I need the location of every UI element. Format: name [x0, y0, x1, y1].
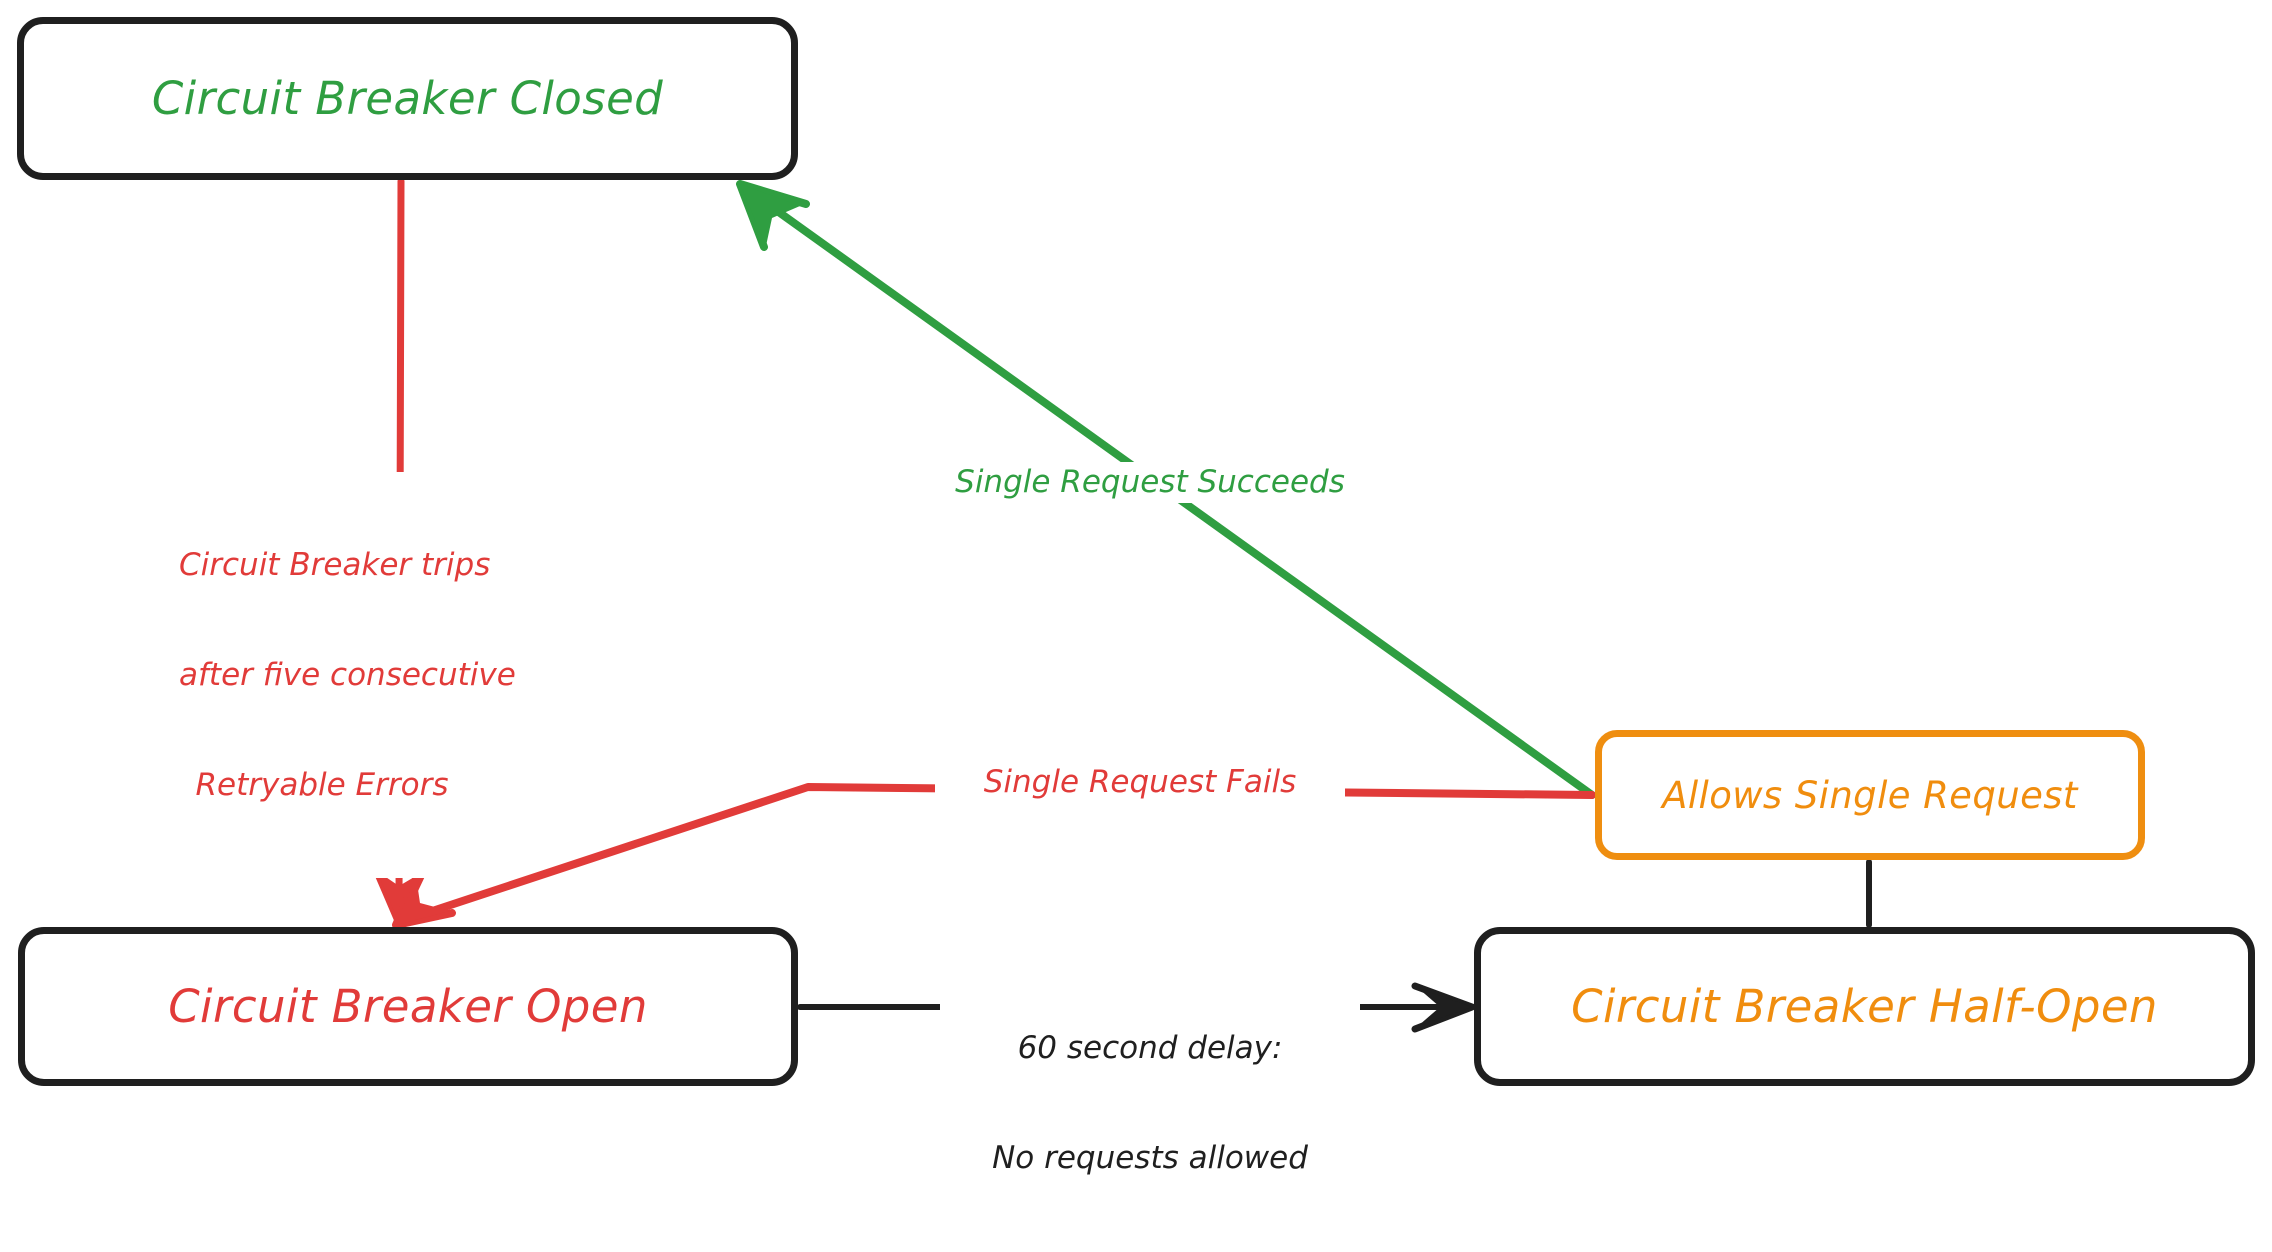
edge-label-trips-line2: after five consecutive — [179, 656, 516, 693]
node-label-allows-single-request: Allows Single Request — [1662, 773, 2078, 817]
edge-label-delay-line1: 60 second delay: — [1017, 1030, 1283, 1067]
edge-allows-to-open — [392, 783, 1596, 929]
edge-label-single-request-fails: Single Request Fails — [935, 762, 1345, 803]
edge-label-circuit-breaker-trips: Circuit Breaker trips after five consecu… — [172, 472, 516, 879]
edge-label-trips-line3: Retryable Errors — [195, 766, 449, 803]
edge-label-trips-line1: Circuit Breaker trips — [179, 547, 491, 584]
node-circuit-breaker-closed[interactable]: Circuit Breaker Closed — [17, 17, 798, 180]
edge-label-single-request-succeeds: Single Request Succeeds — [905, 462, 1395, 503]
node-label-open: Circuit Breaker Open — [168, 980, 648, 1033]
node-label-closed: Circuit Breaker Closed — [151, 72, 664, 125]
state-diagram-canvas: Circuit Breaker Closed Circuit Breaker O… — [17, 17, 2255, 1176]
node-label-half-open: Circuit Breaker Half-Open — [1571, 980, 2158, 1033]
node-circuit-breaker-open[interactable]: Circuit Breaker Open — [18, 927, 798, 1086]
edge-label-sixty-second-delay: 60 second delay: No requests allowed — [940, 955, 1360, 1252]
node-circuit-breaker-half-open[interactable]: Circuit Breaker Half-Open — [1474, 927, 2255, 1086]
edge-label-delay-line2: No requests allowed — [992, 1139, 1308, 1176]
node-allows-single-request[interactable]: Allows Single Request — [1595, 730, 2145, 860]
